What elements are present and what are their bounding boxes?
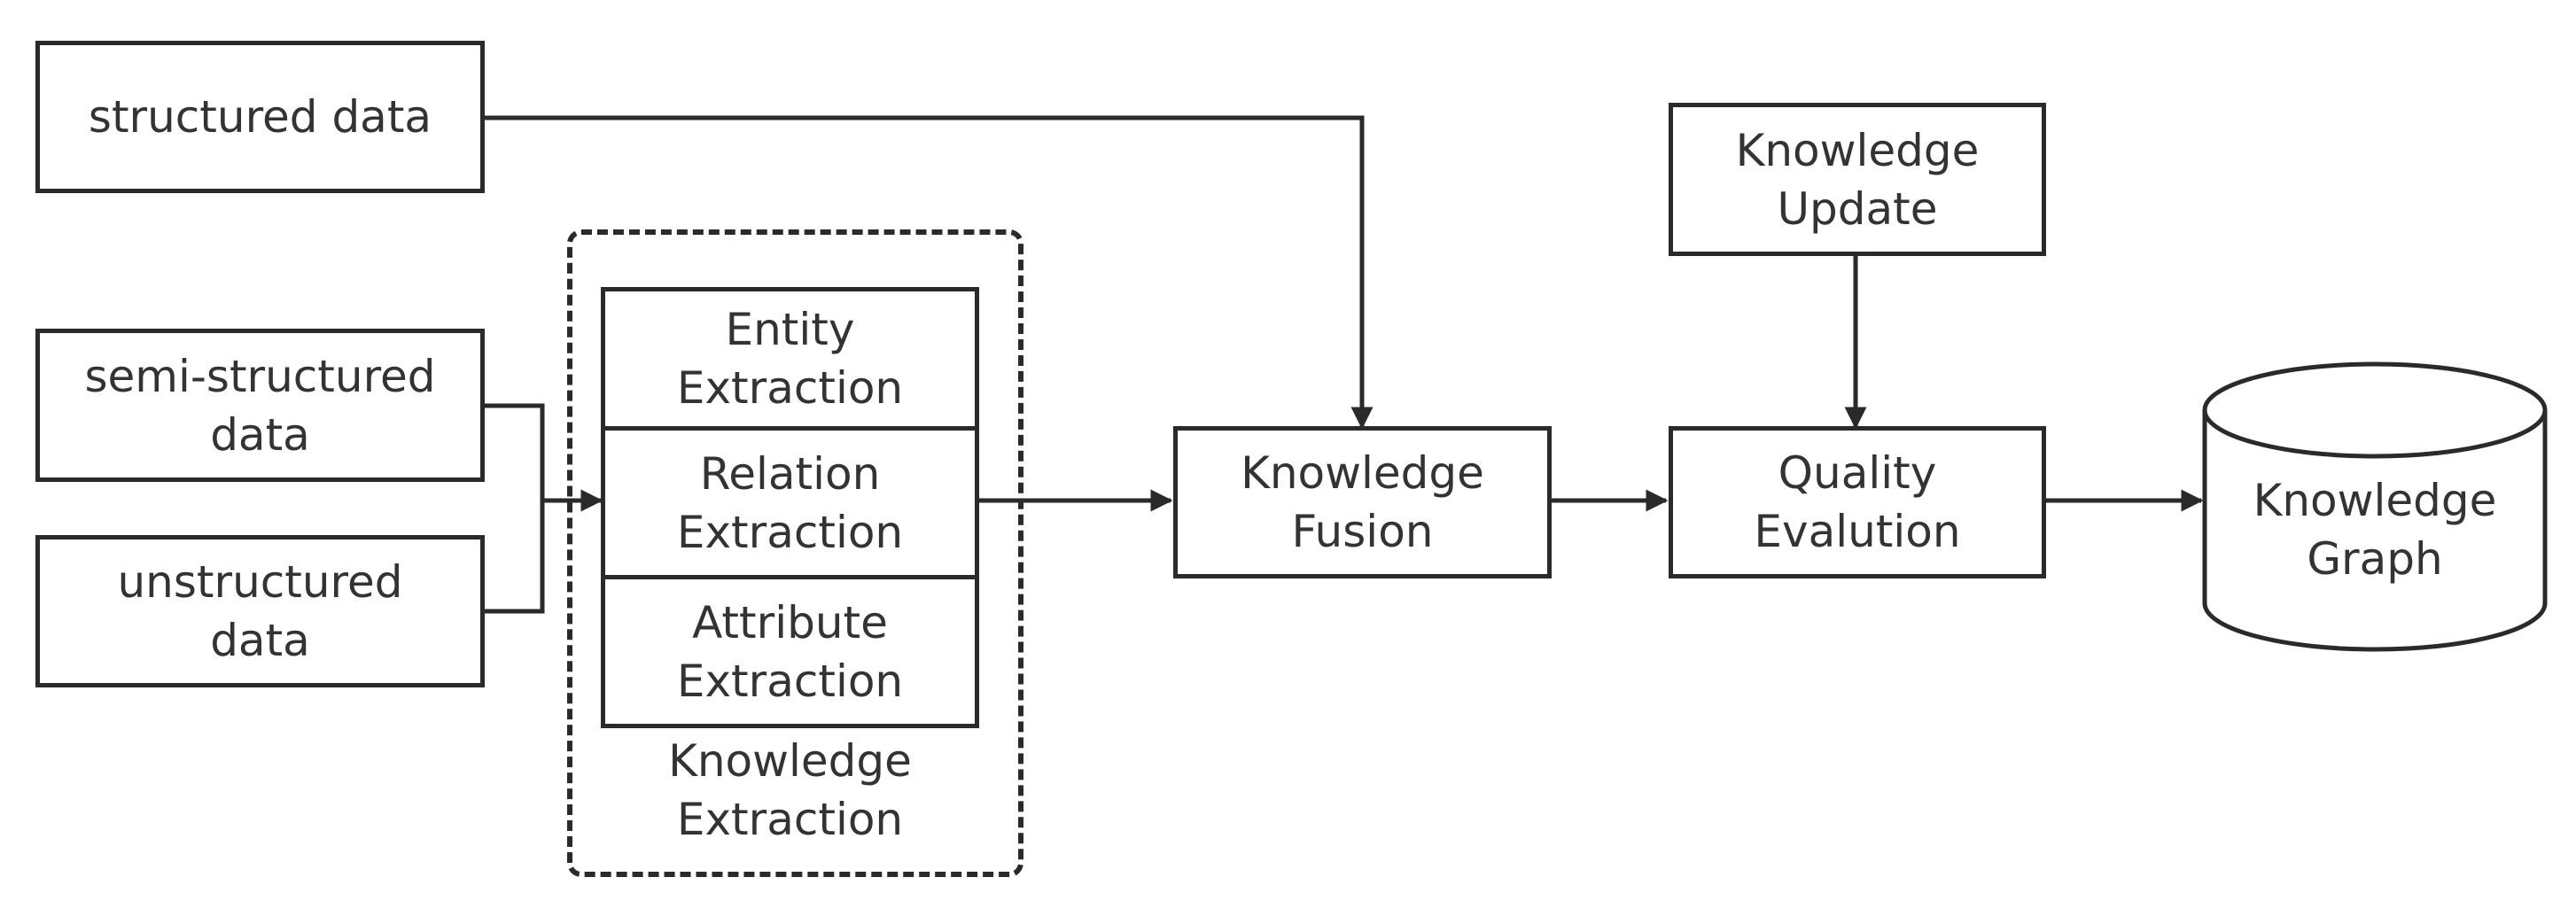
semi-structured-data-node: semi-structured data — [35, 329, 485, 482]
knowledge-fusion-node: Knowledge Fusion — [1173, 426, 1552, 578]
knowledge-graph-line1: Knowledge — [2253, 475, 2497, 526]
knowledge-graph-cylinder — [2202, 361, 2548, 652]
structured-data-label: structured data — [88, 91, 432, 143]
quality-evaluation-line2: Evalution — [1754, 506, 1961, 557]
attribute-extraction-node: Attribute Extraction — [601, 575, 979, 728]
knowledge-update-line1: Knowledge — [1735, 124, 1980, 176]
unstructured-data-node: unstructured data — [35, 535, 485, 687]
relation-extraction-node: Relation Extraction — [601, 426, 979, 579]
knowledge-extraction-label: Knowledge Extraction — [601, 732, 979, 849]
connector-semi-structured — [483, 403, 545, 501]
relation-extraction-line1: Relation — [699, 447, 881, 500]
entity-extraction-line2: Extraction — [676, 362, 904, 414]
quality-evaluation-line1: Quality — [1778, 447, 1937, 499]
quality-evaluation-node: Quality Evalution — [1669, 426, 2046, 578]
semi-structured-label-line2: data — [210, 408, 310, 461]
knowledge-fusion-line1: Knowledge — [1241, 447, 1484, 499]
attribute-extraction-line1: Attribute — [692, 596, 888, 648]
knowledge-extraction-line2: Extraction — [676, 794, 904, 845]
knowledge-graph-line2: Graph — [2307, 533, 2443, 585]
entity-extraction-node: Entity Extraction — [601, 287, 979, 431]
knowledge-update-line2: Update — [1777, 182, 1938, 235]
relation-extraction-line2: Extraction — [676, 506, 904, 558]
knowledge-update-node: Knowledge Update — [1669, 103, 2046, 256]
knowledge-extraction-line1: Knowledge — [668, 735, 912, 787]
connector-unstructured — [483, 501, 545, 614]
unstructured-label-line2: data — [210, 615, 310, 666]
structured-data-node: structured data — [35, 41, 485, 193]
knowledge-graph-label: Knowledge Graph — [2205, 471, 2545, 588]
entity-extraction-line1: Entity — [725, 304, 855, 355]
arrow-structured-to-fusion — [483, 115, 1374, 430]
unstructured-label-line1: unstructured — [117, 556, 403, 608]
knowledge-fusion-line2: Fusion — [1291, 506, 1434, 557]
knowledge-extraction-group — [567, 229, 1023, 877]
attribute-extraction-line2: Extraction — [676, 655, 904, 707]
semi-structured-label-line1: semi-structured — [84, 350, 436, 402]
